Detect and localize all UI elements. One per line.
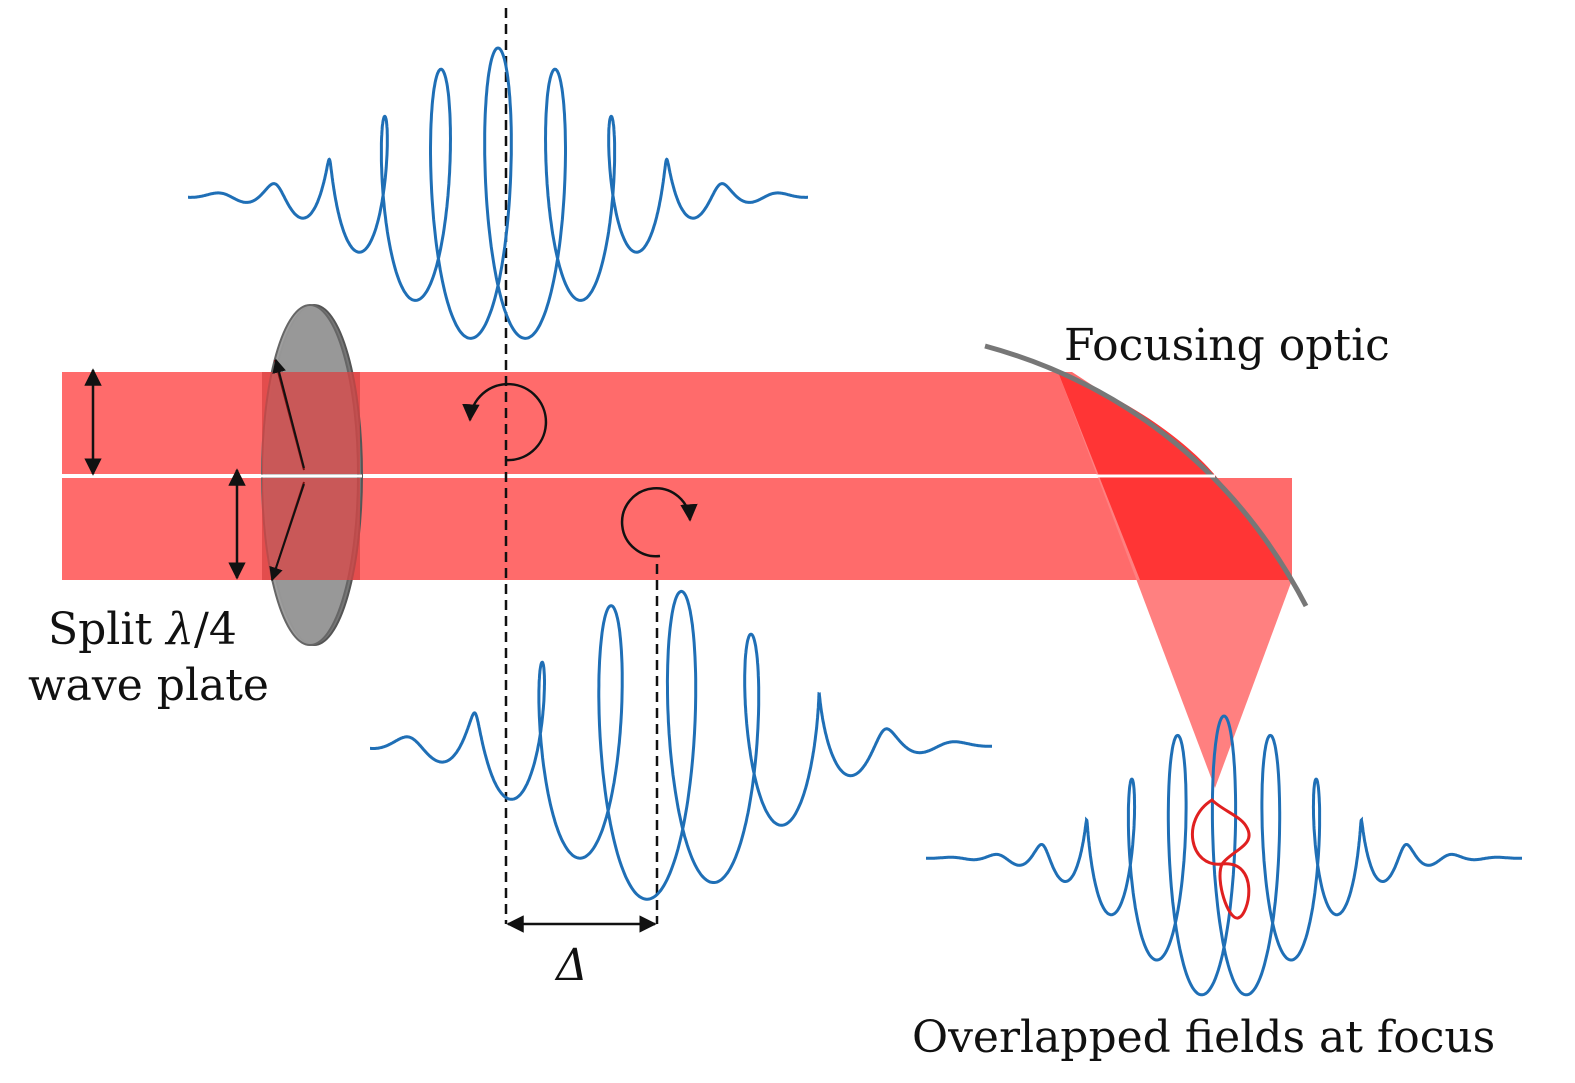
overlap-loop	[1191, 798, 1251, 920]
plate-axis-arrow-top	[272, 358, 305, 469]
overlap-label: Overlapped fields at focus	[912, 1012, 1495, 1063]
plate-axis-arrow-bottom	[269, 483, 305, 582]
upper-beam	[62, 372, 1072, 474]
lower-wave-packet	[370, 589, 992, 901]
overlap-wave-packet	[926, 714, 1522, 997]
right-circular-arrow	[620, 486, 698, 558]
split-plate-label-line2: wave plate	[28, 660, 269, 711]
plate-beam-overlap-top	[262, 372, 360, 474]
delay-label: Δ	[554, 940, 588, 991]
focusing-optic-label: Focusing optic	[1064, 320, 1390, 371]
left-circular-arrow	[462, 382, 548, 462]
focusing-mirror	[984, 343, 1309, 608]
split-plate-label-line1: Split λ/4	[48, 604, 237, 655]
upper-wave-packet	[188, 46, 808, 340]
